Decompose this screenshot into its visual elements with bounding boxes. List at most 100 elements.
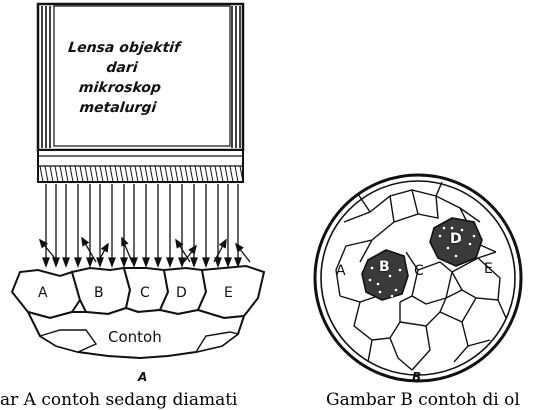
specimen-grain-label-b: B bbox=[94, 285, 104, 301]
knurl-line bbox=[99, 165, 104, 183]
knurl-line bbox=[54, 165, 59, 183]
speckle-dot bbox=[376, 282, 380, 286]
figure-a-caption: ar A contoh sedang diamati bbox=[0, 390, 238, 410]
light-ray-arrowhead bbox=[178, 257, 186, 268]
reflected-ray-arrowhead bbox=[175, 238, 184, 249]
speckle-dot bbox=[370, 266, 374, 270]
field-grain-d-shaded bbox=[429, 217, 483, 267]
lens-barrel-ribs-right bbox=[231, 6, 241, 148]
reflected-ray-arrowhead bbox=[81, 236, 90, 247]
light-ray-arrowhead bbox=[42, 257, 50, 268]
knurl-line bbox=[199, 165, 204, 183]
lens-label-line-1: Lensa objektif bbox=[67, 40, 181, 56]
light-ray-arrowhead bbox=[202, 257, 210, 268]
knurl-line bbox=[104, 165, 109, 183]
knurl-line bbox=[169, 165, 174, 183]
light-rays bbox=[38, 184, 251, 268]
specimen-grain-label-d: D bbox=[176, 285, 187, 301]
knurl-line bbox=[119, 165, 124, 183]
lens-barrel-ribs-left bbox=[41, 6, 51, 148]
speckle-dot bbox=[442, 226, 446, 230]
knurl-line bbox=[69, 165, 74, 183]
knurl-line bbox=[164, 165, 169, 183]
objective-lens-label: Lensa objektif dari mikroskop metalurgi bbox=[52, 38, 190, 118]
reflected-ray-arrowhead bbox=[38, 238, 48, 249]
light-ray-arrowhead bbox=[154, 257, 162, 268]
specimen-grain-label-c: C bbox=[140, 285, 150, 301]
reflected-ray-arrowhead bbox=[100, 242, 109, 253]
knurl-line bbox=[189, 165, 194, 183]
figure-a-letter: A bbox=[138, 370, 148, 384]
knurl-line bbox=[74, 165, 79, 183]
field-grain-label-d: D bbox=[450, 231, 462, 247]
speckle-dot bbox=[450, 226, 454, 230]
knurl-line bbox=[209, 165, 214, 183]
speckle-dot bbox=[394, 288, 398, 292]
knurl-line bbox=[149, 165, 154, 183]
knurl-line bbox=[204, 165, 209, 183]
field-grain-label-e: E bbox=[484, 261, 493, 277]
grain-boundary-network bbox=[335, 181, 507, 371]
knurl-line bbox=[184, 165, 189, 183]
speckle-dot bbox=[368, 278, 372, 282]
knurl-line bbox=[129, 165, 134, 183]
speckle-dot bbox=[438, 234, 442, 238]
reflected-ray-arrowhead bbox=[218, 238, 227, 249]
field-of-view-inner-ring bbox=[320, 180, 516, 376]
light-ray-arrowhead bbox=[108, 257, 116, 268]
speckle-dot bbox=[454, 254, 458, 258]
field-grain-b-shaded bbox=[361, 249, 409, 301]
knurl-line bbox=[139, 165, 144, 183]
lens-label-line-4: metalurgi bbox=[78, 100, 158, 116]
reflected-ray-arrowhead bbox=[121, 236, 129, 247]
light-ray-arrowhead bbox=[62, 257, 70, 268]
speckle-dot bbox=[384, 260, 388, 264]
knurl-line bbox=[124, 165, 129, 183]
grain-e-outline bbox=[196, 264, 266, 320]
speckle-dot bbox=[468, 242, 472, 246]
field-grain-label-a: A bbox=[336, 263, 346, 279]
knurl-line bbox=[174, 165, 179, 183]
light-ray-arrowhead bbox=[74, 257, 82, 268]
speckle-dot bbox=[398, 268, 402, 272]
lens-knurl-hatching bbox=[39, 165, 244, 183]
knurl-line bbox=[229, 165, 234, 183]
lens-label-line-3: mikroskop bbox=[78, 80, 162, 96]
speckle-dot bbox=[390, 294, 394, 298]
light-ray-arrowhead bbox=[224, 257, 232, 268]
knurl-line bbox=[49, 165, 54, 183]
field-grain-label-b: B bbox=[379, 259, 390, 275]
knurl-line bbox=[44, 165, 49, 183]
knurl-line bbox=[154, 165, 159, 183]
speckle-dot bbox=[458, 238, 462, 242]
knurl-line bbox=[84, 165, 89, 183]
knurl-line bbox=[114, 165, 119, 183]
light-ray-arrowhead bbox=[86, 257, 94, 268]
figure-b-caption: Gambar B contoh di ol bbox=[326, 390, 520, 410]
light-ray-arrowhead bbox=[190, 257, 198, 268]
knurl-line bbox=[144, 165, 149, 183]
lens-label-line-2: dari bbox=[105, 60, 139, 76]
field-grain-label-c: C bbox=[414, 263, 424, 279]
light-ray-arrowhead bbox=[120, 257, 128, 268]
speckle-dot bbox=[472, 234, 476, 238]
knurl-line bbox=[94, 165, 99, 183]
specimen-grain-label-a: A bbox=[38, 285, 48, 301]
reflected-ray-arrowhead bbox=[188, 244, 197, 255]
knurl-line bbox=[79, 165, 84, 183]
knurl-line bbox=[239, 165, 244, 183]
field-of-view bbox=[313, 173, 523, 383]
knurl-line bbox=[214, 165, 219, 183]
light-ray-arrowhead bbox=[130, 257, 138, 268]
specimen-grain-label-e: E bbox=[224, 285, 233, 301]
figure-b-letter: B bbox=[412, 370, 422, 384]
speckle-dot bbox=[388, 274, 392, 278]
light-ray-arrowhead bbox=[234, 257, 242, 268]
knurl-line bbox=[219, 165, 224, 183]
knurl-line bbox=[179, 165, 184, 183]
objective-lens bbox=[36, 2, 245, 183]
etched-grain-speckle bbox=[368, 226, 476, 298]
reflected-ray-arrowhead bbox=[234, 242, 244, 253]
